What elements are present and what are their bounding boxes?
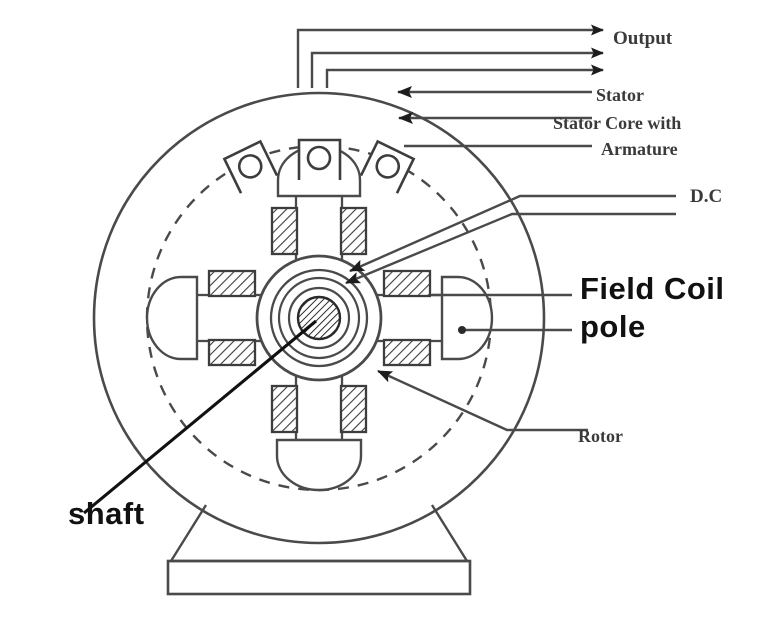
leader-dc-2 xyxy=(345,212,676,285)
field-coil-block xyxy=(207,269,257,298)
field-coil-block xyxy=(207,338,257,367)
output-wire-3 xyxy=(325,64,604,88)
armature-conductor xyxy=(237,154,263,179)
label-stator: Stator xyxy=(596,85,644,105)
pole-bottom-shoe xyxy=(275,438,363,492)
pole-left-shoe xyxy=(145,275,199,361)
field-coil-block xyxy=(270,384,299,434)
leader-dc-1 xyxy=(349,194,676,273)
field-coil-block xyxy=(339,206,368,256)
stator-frame-circle xyxy=(92,91,546,545)
armature-slot xyxy=(297,138,342,180)
armature-conductor xyxy=(306,145,332,171)
label-field-coil: Field Coil xyxy=(580,271,725,306)
label-armature: Armature xyxy=(601,139,678,159)
pole-right-shoe xyxy=(440,275,494,361)
shaft-core-outline xyxy=(296,295,342,341)
label-stator-core: Stator Core with xyxy=(553,113,682,133)
armature-slot xyxy=(222,139,279,194)
label-dc: D.C xyxy=(690,186,723,207)
field-coil-block xyxy=(382,338,432,367)
label-pole: pole xyxy=(580,309,646,344)
label-rotor: Rotor xyxy=(578,426,623,446)
armature-conductor xyxy=(375,154,401,179)
armature-slot xyxy=(359,139,416,194)
base-plate xyxy=(166,559,472,596)
field-coil-block xyxy=(339,384,368,434)
leader-rotor xyxy=(377,369,588,432)
output-wire-1 xyxy=(296,24,604,88)
machine-base xyxy=(166,504,472,596)
field-coil-block xyxy=(270,206,299,256)
pedestal xyxy=(168,504,470,563)
rotor-hub xyxy=(255,254,383,382)
leader-shaft xyxy=(83,319,317,515)
output-wire-group xyxy=(296,24,604,88)
armature-slots xyxy=(222,138,416,194)
label-shaft: shaft xyxy=(68,496,145,531)
output-wire-2 xyxy=(310,47,604,88)
label-output: Output xyxy=(613,28,673,49)
field-coil-block xyxy=(382,269,432,298)
leader-pole-dot xyxy=(458,326,466,334)
